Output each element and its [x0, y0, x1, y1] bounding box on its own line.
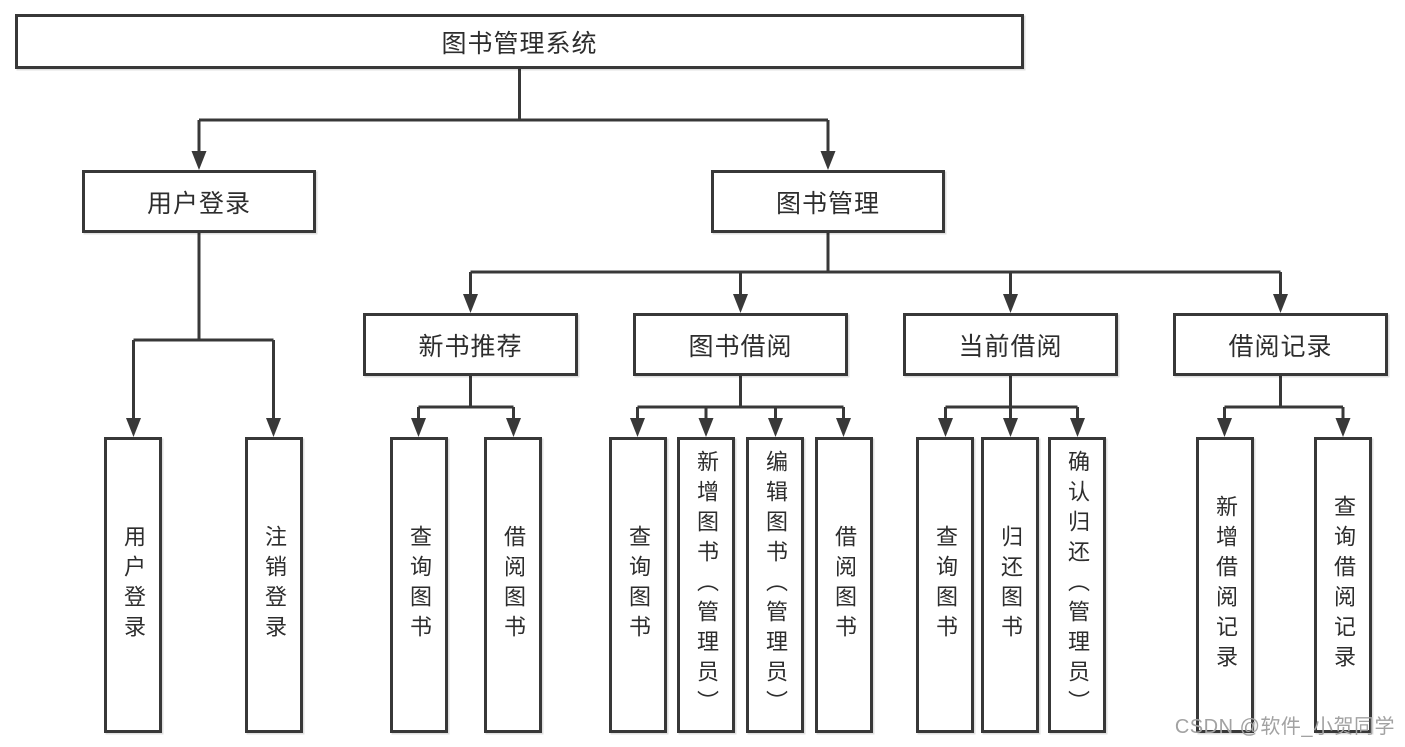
node-leaf-query-book-3: 查询图书 — [916, 437, 974, 733]
node-leaf-return-book: 归还图书 — [981, 437, 1039, 733]
node-leaf-add-borrow-record: 新增借阅记录 — [1196, 437, 1254, 733]
arrowhead — [1003, 294, 1018, 313]
connector-current-borrow-children — [944, 376, 1079, 421]
node-leaf-confirm-return-admin: 确认归还（管理员） — [1048, 437, 1106, 733]
arrowhead — [1335, 418, 1351, 437]
node-leaf-borrow-book-1: 借阅图书 — [484, 437, 542, 733]
node-leaf-query-book-2: 查询图书 — [609, 437, 667, 733]
node-leaf-logout: 注销登录 — [245, 437, 303, 733]
node-leaf-query-borrow-record: 查询借阅记录 — [1314, 437, 1372, 733]
connector-root-to-level2 — [197, 69, 830, 154]
arrowhead — [1070, 418, 1085, 437]
node-current-borrow: 当前借阅 — [903, 313, 1118, 376]
node-label: 用户登录 — [121, 525, 146, 645]
connector-borrow-record-children — [1223, 376, 1345, 421]
node-borrow-record: 借阅记录 — [1173, 313, 1388, 376]
node-user-login: 用户登录 — [82, 170, 316, 233]
node-leaf-query-book-1: 查询图书 — [390, 437, 448, 733]
node-label: 借阅图书 — [832, 525, 857, 645]
arrowhead — [1003, 418, 1018, 437]
node-label: 确认归还（管理员） — [1065, 450, 1090, 720]
node-label: 查询图书 — [626, 525, 651, 645]
connector-new-book-children — [417, 376, 515, 421]
node-leaf-edit-book-admin: 编辑图书（管理员） — [746, 437, 804, 733]
arrowhead — [266, 418, 281, 437]
arrowhead — [1273, 294, 1288, 313]
node-label: 归还图书 — [998, 525, 1023, 645]
node-book-management: 图书管理 — [711, 170, 945, 233]
node-book-borrow: 图书借阅 — [633, 313, 848, 376]
arrowhead — [698, 418, 714, 437]
node-label: 借阅图书 — [501, 525, 526, 645]
node-leaf-add-book-admin: 新增图书（管理员） — [677, 437, 735, 733]
node-label: 查询图书 — [407, 525, 432, 645]
connector-user-login-children — [132, 233, 275, 421]
node-label: 查询图书 — [933, 525, 958, 645]
connector-book-borrow-children — [636, 376, 845, 421]
node-root-system: 图书管理系统 — [15, 14, 1024, 69]
node-new-book-recommend: 新书推荐 — [363, 313, 578, 376]
arrowhead — [1217, 418, 1232, 437]
arrowhead — [411, 418, 426, 437]
arrowhead — [126, 418, 141, 437]
node-label: 编辑图书（管理员） — [763, 450, 788, 720]
node-label: 查询借阅记录 — [1331, 495, 1356, 675]
arrowhead — [836, 418, 851, 437]
arrowhead — [733, 294, 748, 313]
arrowhead — [768, 418, 783, 437]
arrowhead — [506, 418, 521, 437]
node-label: 新增图书（管理员） — [694, 450, 719, 720]
csdn-watermark: CSDN @软件_小贺同学 — [1174, 716, 1395, 738]
arrowhead — [191, 151, 207, 170]
arrowhead — [938, 418, 953, 437]
connector-book-management-children — [469, 233, 1282, 297]
node-leaf-user-login: 用户登录 — [104, 437, 162, 733]
node-label: 注销登录 — [262, 525, 287, 645]
node-label: 新增借阅记录 — [1213, 495, 1238, 675]
arrowhead — [463, 294, 478, 313]
arrowhead — [820, 151, 836, 170]
arrowhead — [630, 418, 645, 437]
node-leaf-borrow-book-2: 借阅图书 — [815, 437, 873, 733]
